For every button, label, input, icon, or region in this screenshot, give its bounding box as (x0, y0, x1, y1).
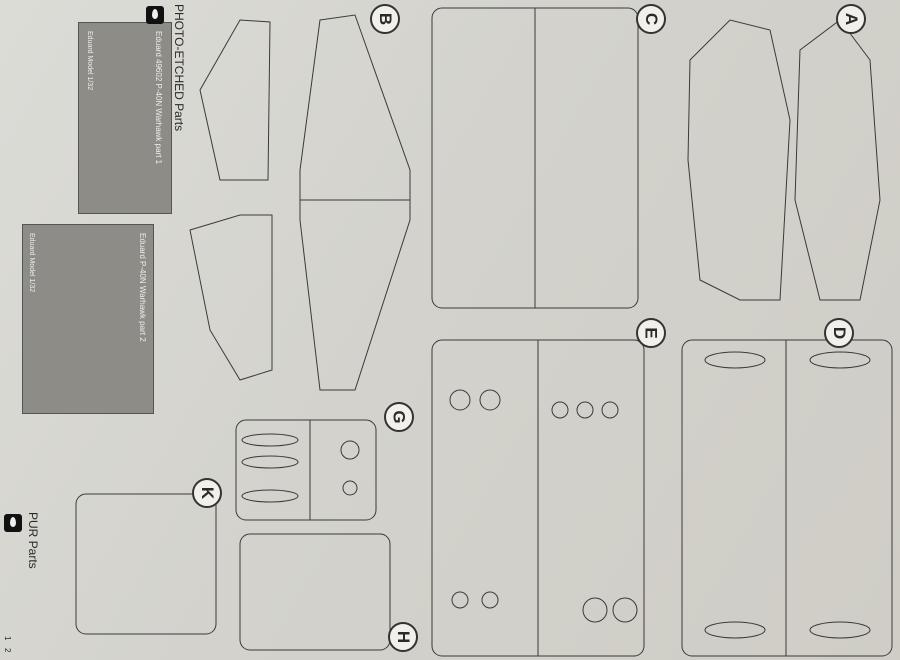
sprue-label-a: A (836, 4, 866, 34)
sprue-label-b: B (370, 4, 400, 34)
wing-lower (299, 14, 411, 391)
fuselage-left (687, 19, 791, 301)
sprue-label-g: G (384, 402, 414, 432)
sprue-label-e: E (636, 318, 666, 348)
photo-etched-fret-2: Eduard P-40N Warhawk part 2 Eduard Model… (22, 224, 154, 414)
fuselage-right (794, 19, 881, 301)
wing-upper-left (199, 19, 271, 181)
sprue-label-k: K (192, 478, 222, 508)
pur-parts-icon (4, 514, 22, 532)
photo-etched-fret-1: Eduard 49602 P-40N Warhawk part 1 Eduard… (78, 22, 172, 214)
wing-upper-right (189, 214, 273, 381)
sprue-label-h: H (388, 622, 418, 652)
page-number-2: 2 (3, 648, 12, 653)
photo-etched-icon (146, 6, 164, 24)
page-number-1: 1 (3, 636, 12, 641)
sprue-label-d: D (824, 318, 854, 348)
sprue-label-c: C (636, 4, 666, 34)
